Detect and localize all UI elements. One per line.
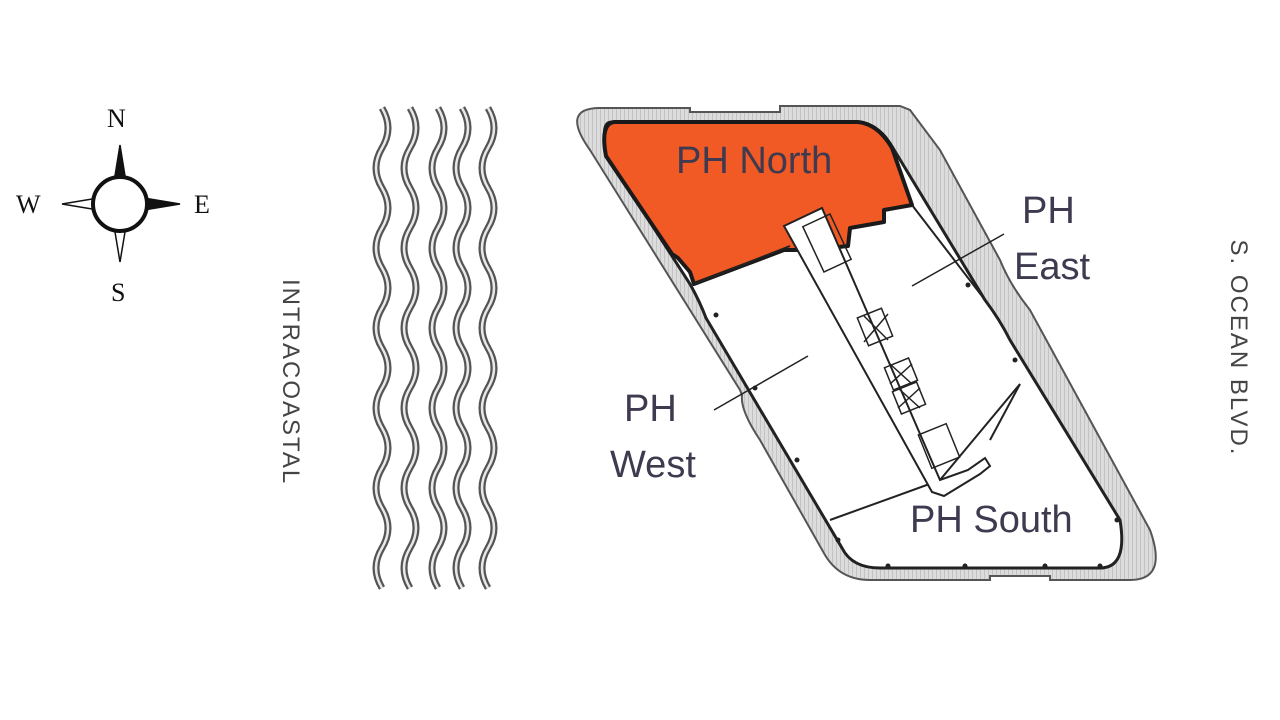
ph-north-label: PH North — [676, 140, 833, 182]
ph-south-label: PH South — [910, 499, 1073, 541]
building-core — [782, 206, 992, 498]
ph-west-leader-line — [713, 355, 809, 411]
elevator-shafts — [856, 307, 961, 470]
compass-west-letter: W — [16, 190, 41, 219]
ocean-blvd-label: S. OCEAN BLVD. — [1225, 239, 1252, 457]
compass-north-letter: N — [107, 104, 126, 133]
ph-west-label-line2: West — [610, 444, 696, 486]
ph-east-label-line2: East — [1014, 246, 1091, 288]
compass-south-letter: S — [111, 278, 126, 307]
compass-east-letter: E — [194, 190, 210, 219]
ph-east-label-line1: PH — [1022, 190, 1075, 232]
ph-east-leader-line — [911, 233, 1005, 287]
ph-west-label-line1: PH — [624, 388, 677, 430]
